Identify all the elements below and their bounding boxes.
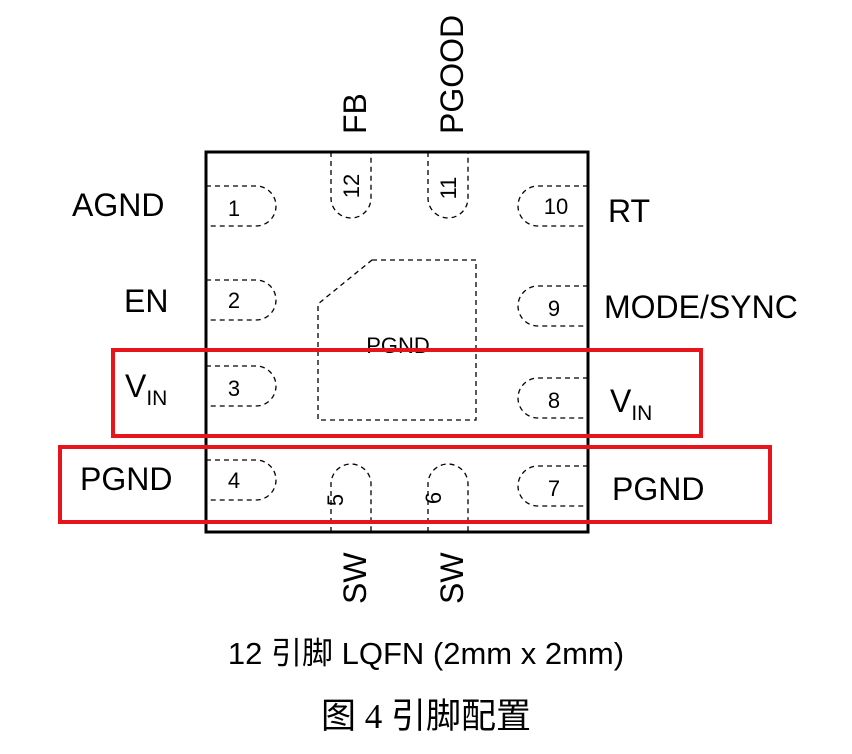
pad-outline <box>427 152 469 219</box>
pin-name-pgnd-right: PGND <box>612 471 704 507</box>
pin-name-vin-right: VIN <box>610 383 652 425</box>
pin-number: 6 <box>421 492 446 504</box>
pad-outline <box>330 152 372 219</box>
pin-number: 10 <box>544 194 568 219</box>
pin-3: 3 <box>206 365 277 407</box>
pad-outline <box>517 185 588 227</box>
pad-outline <box>517 377 588 419</box>
vin-subscript: IN <box>146 387 167 410</box>
pad-outline <box>206 365 277 407</box>
vin-subscript: IN <box>631 402 652 425</box>
vin-main: V <box>610 383 632 419</box>
pin-12: 12 <box>330 152 372 219</box>
pin-10: 10 <box>517 185 588 227</box>
pin-name-agnd: AGND <box>72 187 164 223</box>
pad-outline <box>517 465 588 507</box>
pin-number: 5 <box>323 494 348 506</box>
pin-11: 11 <box>427 152 469 219</box>
pin-name-sw-5: SW <box>337 552 373 604</box>
pin-6: 6 <box>421 463 469 532</box>
pin-number: 7 <box>548 476 560 501</box>
exposed-pad-label: PGND <box>366 333 430 358</box>
pin-name-pgnd-left: PGND <box>80 461 172 497</box>
pin-name-fb: FB <box>337 93 373 134</box>
pin-number: 12 <box>339 174 364 198</box>
pin-8: 8 <box>517 377 588 419</box>
pin-number: 3 <box>228 376 240 401</box>
pin-9: 9 <box>517 285 588 327</box>
pad-outline <box>206 459 277 501</box>
highlight-box-pgnd <box>58 445 772 524</box>
pad-outline <box>517 285 588 327</box>
pin-diagram: PGND 1 2 3 4 10 9 8 7 12 11 <box>58 15 798 604</box>
pin-number: 8 <box>548 388 560 413</box>
pin-name-sw-6: SW <box>434 552 470 604</box>
vin-main: V <box>125 368 147 404</box>
package-outline <box>204 150 590 534</box>
package-caption: 12 引脚 LQFN (2mm x 2mm) <box>227 636 625 671</box>
pin-7: 7 <box>517 465 588 507</box>
pin-1: 1 <box>206 185 277 227</box>
pin-name-mode-sync: MODE/SYNC <box>604 289 798 325</box>
pin-number: 4 <box>228 468 240 493</box>
pad-outline <box>206 185 277 227</box>
pin-2: 2 <box>206 279 277 321</box>
pin-4: 4 <box>206 459 277 501</box>
pad-outline <box>206 279 277 321</box>
exposed-pad <box>317 259 477 421</box>
highlight-box-vin <box>111 348 703 438</box>
pin-number: 9 <box>548 296 560 321</box>
pin-number: 11 <box>436 177 461 200</box>
pin-number: 2 <box>228 288 240 313</box>
figure-caption: 图 4 引脚配置 <box>320 697 531 736</box>
pin-number: 1 <box>228 196 240 221</box>
pin-name-vin-left: VIN <box>125 368 167 410</box>
pin-name-rt: RT <box>608 193 650 229</box>
pin-5: 5 <box>323 463 372 532</box>
pin-name-pgood: PGOOD <box>434 15 470 134</box>
pin-name-en: EN <box>124 283 168 319</box>
